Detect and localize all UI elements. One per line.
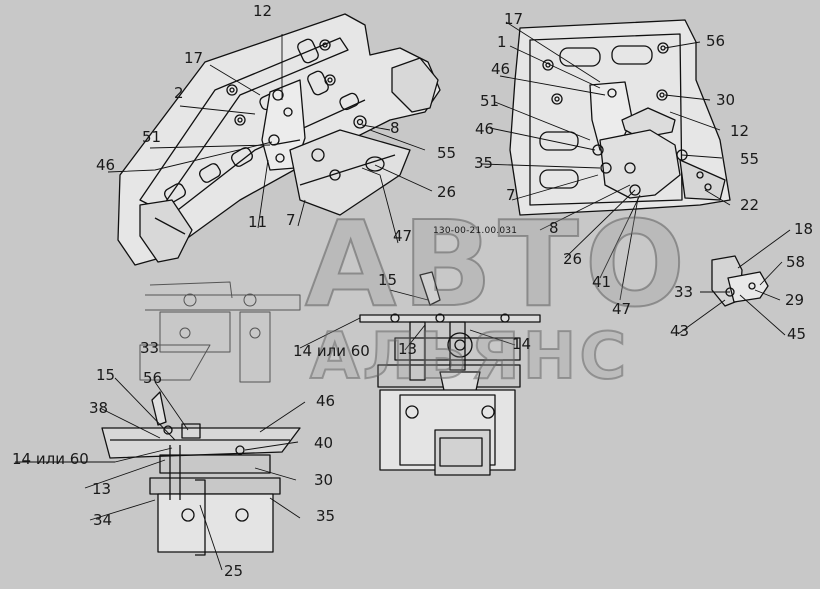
callout-f-35: 35 (316, 507, 336, 525)
callout-b-51: 51 (480, 92, 500, 110)
callout-f-13: 13 (92, 480, 112, 498)
assembly-e-view (139, 281, 301, 383)
callout-f-25: 25 (224, 562, 244, 580)
callout-b-55: 55 (740, 150, 760, 168)
callout-c-18: 18 (794, 220, 814, 238)
callout-e-33: 33 (140, 339, 160, 357)
callout-f-15: 15 (96, 366, 116, 384)
callout-d-15: 15 (378, 271, 398, 289)
callout-b-35: 35 (474, 154, 494, 172)
callout-b-8: 8 (549, 219, 559, 237)
callout-f-46: 46 (316, 392, 336, 410)
assembly-f-view (101, 391, 301, 556)
callout-b-17: 17 (504, 10, 524, 28)
callout-f-40: 40 (314, 434, 334, 452)
assembly-a-view (117, 13, 441, 266)
callout-b-7: 7 (506, 186, 516, 204)
callout-b-56: 56 (706, 32, 726, 50)
callout-a-46: 46 (96, 156, 116, 174)
doc-number: 130-00-21.00.031 (433, 226, 518, 236)
callout-b-46-second: 46 (475, 120, 495, 138)
assembly-c-view (711, 255, 769, 307)
callout-f-30: 30 (314, 471, 334, 489)
callout-a-2: 2 (174, 84, 184, 102)
assembly-b-view (509, 19, 731, 216)
callout-d-13: 13 (398, 340, 418, 358)
callout-a-51: 51 (142, 128, 162, 146)
watermark-line-2: АЛЬЯНС (309, 320, 630, 394)
callout-c-43: 43 (670, 322, 690, 340)
assembly-d-view (359, 271, 541, 476)
callout-b-22: 22 (740, 196, 760, 214)
callout-c-33: 33 (674, 283, 694, 301)
callout-c-29: 29 (785, 291, 805, 309)
callout-b-41: 41 (592, 273, 612, 291)
leader-lines (15, 21, 791, 571)
callout-b-47: 47 (612, 300, 632, 318)
callout-a-55: 55 (437, 144, 457, 162)
callout-a-12: 12 (253, 2, 273, 20)
callout-a-26: 26 (437, 183, 457, 201)
callout-b-30: 30 (716, 91, 736, 109)
callout-b-12: 12 (730, 122, 750, 140)
watermark-line-1: АВТО (304, 195, 692, 333)
callout-b-26: 26 (563, 250, 583, 268)
callout-f-56: 56 (143, 369, 163, 387)
callout-c-45: 45 (787, 325, 807, 343)
callout-a-7: 7 (286, 211, 296, 229)
callout-d-14: 14 (512, 335, 532, 353)
callout-f-14-or-60: 14 или 60 (12, 450, 89, 468)
callout-a-47: 47 (393, 227, 413, 245)
callout-b-46: 46 (491, 60, 511, 78)
callout-a-17: 17 (184, 49, 204, 67)
callout-f-38: 38 (89, 399, 109, 417)
callout-a-11: 11 (248, 213, 268, 231)
callout-c-58: 58 (786, 253, 806, 271)
callout-f-34: 34 (93, 511, 113, 529)
callout-b-1: 1 (497, 33, 507, 51)
callout-e-14-or-60: 14 или 60 (293, 342, 370, 360)
callout-a-8: 8 (390, 119, 400, 137)
